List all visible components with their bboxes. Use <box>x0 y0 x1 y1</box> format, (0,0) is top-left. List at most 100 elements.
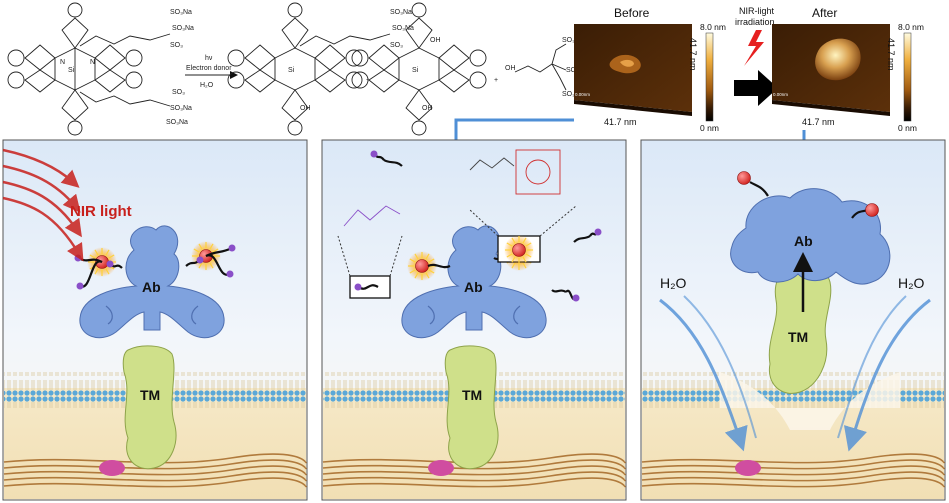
target-label: TM <box>140 387 160 403</box>
afm-before-side-axis: 41.7 nm <box>688 38 698 71</box>
sulfonate-label: SO₃Na <box>172 25 194 32</box>
lightning-bolt-icon <box>744 30 764 66</box>
hydroxyl-label: OH <box>505 65 516 72</box>
nir-light-label: NIR light <box>70 203 132 220</box>
aggregated-antibody <box>730 188 891 285</box>
dye-ray <box>511 237 516 244</box>
cytoskeleton-fiber <box>322 471 626 482</box>
ligand-end-group <box>370 150 378 158</box>
afm-after-scale-bottom: 0 nm <box>898 123 917 133</box>
afm-after-side-axis: 41.7 nm <box>886 38 896 71</box>
nir-light-ray <box>2 180 82 238</box>
cytoskeleton-fiber <box>322 477 626 488</box>
afm-before-title: Before <box>614 6 650 20</box>
dye-ray <box>94 268 99 275</box>
sulfonate-label: SO₃ <box>170 42 183 49</box>
afm-before-corner-tag: 0.00nm <box>575 92 590 97</box>
sulfonate-label: SO₃ <box>562 37 575 44</box>
cytoskeleton-fiber <box>641 459 945 470</box>
pc-structure <box>515 149 561 195</box>
hydroxyl-label: OH <box>422 105 433 112</box>
membrane-anchor <box>99 460 125 476</box>
dye-ray <box>105 268 110 275</box>
water-influx-arrow <box>683 295 757 439</box>
pc-structure-core <box>525 159 551 185</box>
ligand-end-group <box>74 254 82 262</box>
cytoskeleton-fiber <box>322 459 626 470</box>
afm-before-scale-top: 8.0 nm <box>700 22 726 32</box>
hydroxyl-label: OH <box>300 105 311 112</box>
ligand-end-group <box>572 294 580 302</box>
target-label: TM <box>788 329 808 345</box>
cytoskeleton-fiber <box>3 471 307 482</box>
released-ligand <box>551 289 567 293</box>
reaction-scheme: Si N N SO₃Na SO₃Na SO₃ SO₃ SO₃Na SO₃Na h… <box>7 2 588 136</box>
dye-ray <box>428 258 435 263</box>
afm-after-bottom-axis: 41.7 nm <box>802 117 835 127</box>
zoom-guide <box>389 235 403 277</box>
nir-light-ray <box>2 196 84 262</box>
afm-before-particle-peak <box>620 59 634 67</box>
dye-ray <box>522 256 527 263</box>
sulfonate-label: SO₃Na <box>166 119 188 126</box>
afm-after-base <box>772 100 890 116</box>
water-influx-arrow <box>843 298 931 452</box>
antibody-fold <box>427 305 435 325</box>
ligand-end-group <box>228 244 236 252</box>
water-influx-arrow <box>837 295 907 439</box>
cytoskeleton-fiber <box>641 465 945 476</box>
afm-after-colorbar <box>903 32 912 122</box>
target-label: TM <box>462 387 482 403</box>
product-molecule-2 <box>351 2 487 136</box>
sulfonate-label: SO₃ <box>390 42 403 49</box>
afm-after-particle <box>815 38 861 81</box>
dye-linker <box>749 181 769 197</box>
dye-ray <box>414 253 419 260</box>
ligand-structure <box>343 205 401 227</box>
afm-before-scale-bottom: 0 nm <box>700 123 719 133</box>
atom-si-label: Si <box>412 67 419 74</box>
dye-ray <box>414 272 419 279</box>
nir-light-ray <box>2 148 80 188</box>
transition-arrow-icon <box>734 70 778 106</box>
light-condition: hν <box>205 55 213 62</box>
target-membrane-protein <box>768 266 832 394</box>
released-ligand <box>573 235 591 243</box>
cytoskeleton-fiber <box>322 453 626 464</box>
atom-si-label: Si <box>68 67 75 74</box>
cytoskeleton-fiber <box>3 459 307 470</box>
ligand-end-group <box>354 283 362 291</box>
afm-after: After 0.00nm 41.7 nm 41.7 nm 8.0 nm 0 nm <box>772 6 924 133</box>
afm-before-base <box>574 100 692 116</box>
target-membrane-protein <box>444 345 499 470</box>
sulfonate-label: SO₃Na <box>392 25 414 32</box>
afm-after-scale-top: 8.0 nm <box>898 22 924 32</box>
stimulus-line-2: irradiation <box>735 17 775 27</box>
zoom-guide <box>337 235 351 277</box>
dye-ray <box>425 272 430 279</box>
dye-ray <box>525 242 532 247</box>
sulfonate-label: SO₃Na <box>562 91 584 98</box>
dye-ray <box>409 258 416 263</box>
atom-n-label: N <box>90 59 95 66</box>
sulfonate-label: SO₃Na <box>170 9 192 16</box>
axial-ligand-chain <box>427 263 451 269</box>
antibody-label: Ab <box>142 279 161 295</box>
dye-ray <box>94 249 99 256</box>
dye-ray <box>89 254 96 259</box>
dye-ray <box>108 254 115 259</box>
dye-ray <box>105 249 110 256</box>
target-membrane-protein <box>122 345 177 470</box>
antibody-label: Ab <box>794 233 813 249</box>
sulfonate-label: SO₃Na <box>390 9 412 16</box>
nir-light-ray <box>2 164 81 213</box>
antibody-fold <box>105 305 113 325</box>
cytoskeleton-fiber <box>3 477 307 488</box>
released-ligand <box>383 159 403 167</box>
phthalocyanine-dye <box>415 259 429 273</box>
dye-ray <box>428 269 435 274</box>
membrane-anchor <box>428 460 454 476</box>
